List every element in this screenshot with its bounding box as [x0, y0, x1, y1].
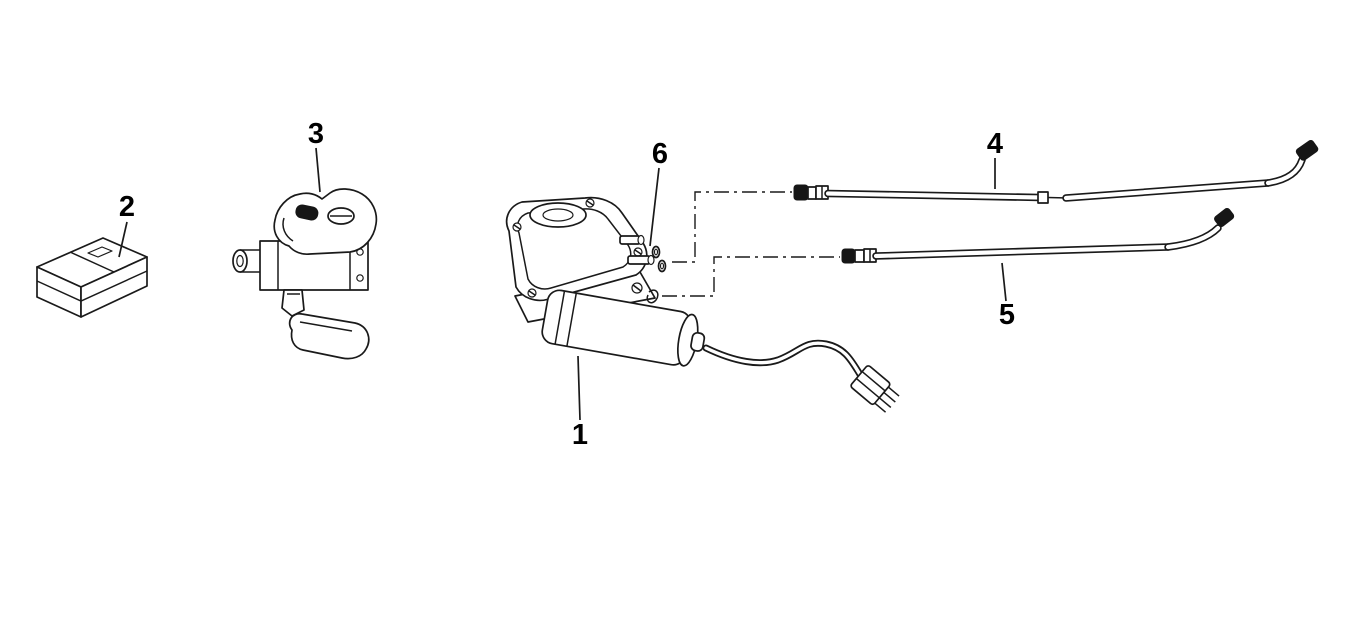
part-labels: 1 2 3 4 5 6 [119, 118, 1015, 451]
part-label-4: 4 [987, 128, 1003, 160]
leader-line-2 [118, 221, 128, 258]
part-label-2: 2 [119, 191, 135, 223]
part-label-6: 6 [652, 138, 668, 170]
cover-screws [512, 198, 643, 298]
motor-cylinder [541, 289, 706, 367]
part-1-actuator-assembly-drawing [505, 196, 900, 413]
leader-line-1 [577, 355, 581, 421]
part-4-cable-drawing [793, 139, 1319, 204]
part-label-1: 1 [572, 419, 588, 451]
leader-lines [118, 147, 1007, 421]
connector-plug [850, 365, 900, 413]
phantom-lines [662, 191, 840, 297]
leader-line-3 [315, 147, 321, 193]
leader-line-5 [1001, 262, 1007, 302]
part-5-cable-drawing [841, 207, 1235, 264]
part-label-3: 3 [308, 118, 324, 150]
part-2-box-drawing [36, 237, 148, 318]
part-label-5: 5 [999, 299, 1015, 331]
part-3-bracket-assembly-drawing [232, 188, 378, 360]
leader-line-6 [649, 167, 660, 247]
wire-harness [702, 339, 900, 413]
part-6-fasteners-drawing [651, 245, 667, 273]
